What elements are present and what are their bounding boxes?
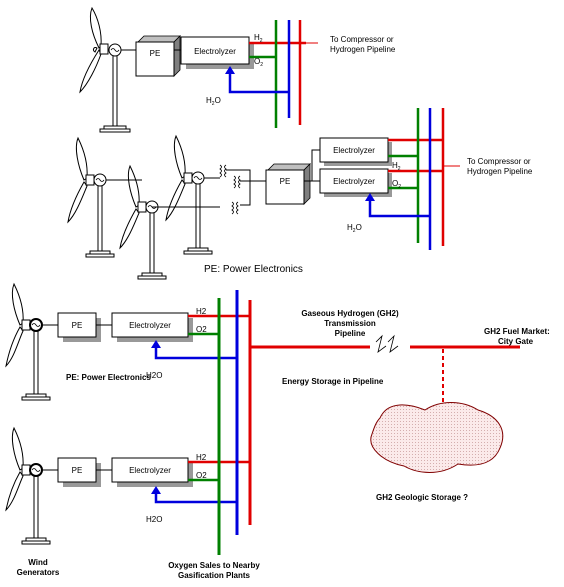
- wind-generators-label-2: Generators: [17, 568, 60, 577]
- water-line: [154, 344, 237, 360]
- fuel-market-label-1: GH2 Fuel Market:: [484, 327, 550, 336]
- pe-legend: PE: Power Electronics: [66, 373, 151, 382]
- compressor-note-line1: To Compressor or: [330, 35, 394, 44]
- wind-turbine-icon: [5, 282, 51, 401]
- electrolyzer-label: Electrolyzer: [333, 146, 375, 155]
- geologic-storage-shape: [370, 402, 504, 473]
- h2o-label: H2O: [146, 515, 162, 524]
- compressor-note-line2: Hydrogen Pipeline: [467, 167, 533, 176]
- water-line: [154, 490, 237, 504]
- electrolyzer-box: Electrolyzer: [319, 137, 392, 166]
- electrolyzer-label: Electrolyzer: [129, 321, 171, 330]
- electrolyzer-label: Electrolyzer: [194, 47, 236, 56]
- electrolyzer-box: Electrolyzer: [180, 36, 254, 69]
- o2-label: O2: [196, 471, 207, 480]
- o2-label: O2: [392, 179, 401, 190]
- h2o-label: H2O: [347, 223, 362, 234]
- energy-storage-label: Energy Storage in Pipeline: [282, 377, 384, 386]
- oxygen-sales-label-2: Gasification Plants: [178, 571, 251, 580]
- gh2-pipeline-label-3: Pipeline: [335, 329, 366, 338]
- h2-label: H2: [196, 453, 207, 462]
- gh2-pipeline-label-1: Gaseous Hydrogen (GH2): [301, 309, 399, 318]
- compressor-note-line2: Hydrogen Pipeline: [330, 45, 396, 54]
- electrolyzer-box: Electrolyzer: [319, 168, 392, 197]
- pe-label: PE: [72, 321, 83, 330]
- wind-turbine-icon: [79, 6, 131, 133]
- electrolyzer-box: Electrolyzer: [111, 457, 193, 487]
- electrolyzer-label: Electrolyzer: [129, 466, 171, 475]
- transformer-icon: [219, 164, 241, 215]
- h2-label: H2: [196, 307, 207, 316]
- h2-label: H2: [392, 161, 401, 172]
- wind-turbine-icon: [5, 426, 51, 545]
- pe-box: PE: [135, 35, 181, 77]
- o2-label: O2: [196, 325, 207, 334]
- water-line: [228, 70, 289, 94]
- system-single-turbine: PE Electrolyzer H2 O2 H2O To Compressor …: [79, 6, 396, 133]
- h2o-label: H2O: [146, 371, 162, 380]
- fuel-market-label-2: City Gate: [498, 337, 534, 346]
- water-line: [368, 197, 430, 218]
- pe-box: PE: [265, 163, 311, 205]
- gh2-pipeline-label-2: Transmission: [324, 319, 376, 328]
- wind-turbine-icon: [119, 164, 167, 280]
- pe-label: PE: [72, 466, 83, 475]
- pe-label: PE: [150, 49, 161, 58]
- wind-generators-label-1: Wind: [28, 558, 48, 567]
- system-three-turbines: PE Electrolyzer Electrolyzer H2 O2 H2O: [67, 108, 533, 280]
- system-pipeline-storage: PE Electrolyzer H2 O2 H2O PE: Power Elec…: [5, 282, 550, 580]
- pe-box: PE: [57, 312, 101, 342]
- h2o-label: H2O: [206, 96, 221, 107]
- electrolyzer-box: Electrolyzer: [111, 312, 193, 342]
- wind-turbine-icon: [67, 136, 115, 258]
- electrolyzer-label: Electrolyzer: [333, 177, 375, 186]
- compressor-note-line1: To Compressor or: [467, 157, 531, 166]
- h2-label: H2: [254, 33, 263, 44]
- o2-label: O2: [254, 57, 263, 68]
- pe-label: PE: [280, 177, 291, 186]
- geologic-storage-label: GH2 Geologic Storage ?: [376, 493, 468, 502]
- pe-box: PE: [57, 457, 101, 487]
- oxygen-sales-label-1: Oxygen Sales to Nearby: [168, 561, 260, 570]
- pe-legend: PE: Power Electronics: [204, 264, 303, 275]
- wind-turbine-icon: [165, 134, 213, 255]
